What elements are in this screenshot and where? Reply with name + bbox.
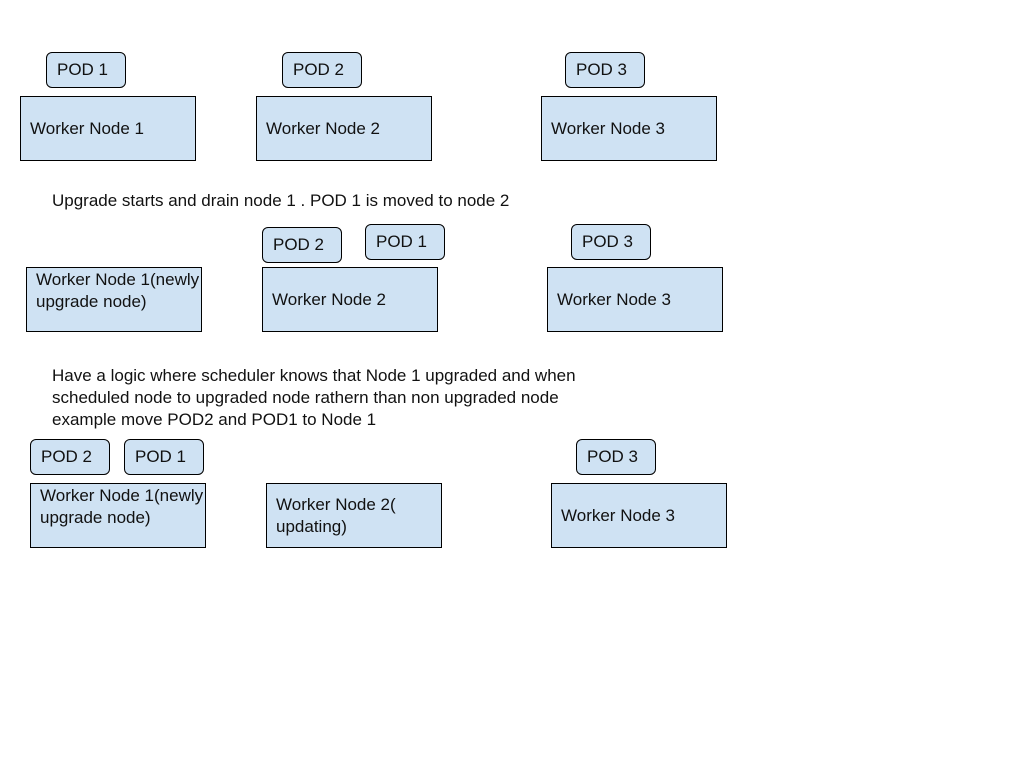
worker-node-box: Worker Node 3 bbox=[547, 267, 723, 332]
worker-node-box: Worker Node 2 bbox=[262, 267, 438, 332]
worker-node-box: Worker Node 1(newly upgrade node) bbox=[26, 267, 202, 332]
pod-box: POD 1 bbox=[46, 52, 126, 88]
pod-box: POD 1 bbox=[365, 224, 445, 260]
pod-box: POD 1 bbox=[124, 439, 204, 475]
worker-node-box: Worker Node 1(newly upgrade node) bbox=[30, 483, 206, 548]
worker-node-box: Worker Node 3 bbox=[551, 483, 727, 548]
worker-node-box: Worker Node 1 bbox=[20, 96, 196, 161]
worker-node-box: Worker Node 2 bbox=[256, 96, 432, 161]
worker-node-box: Worker Node 2( updating) bbox=[266, 483, 442, 548]
pod-box: POD 2 bbox=[262, 227, 342, 263]
pod-box: POD 2 bbox=[282, 52, 362, 88]
pod-box: POD 2 bbox=[30, 439, 110, 475]
step-caption: Have a logic where scheduler knows that … bbox=[52, 366, 576, 429]
worker-node-box: Worker Node 3 bbox=[541, 96, 717, 161]
pod-box: POD 3 bbox=[576, 439, 656, 475]
pod-box: POD 3 bbox=[565, 52, 645, 88]
pod-box: POD 3 bbox=[571, 224, 651, 260]
step-caption: Upgrade starts and drain node 1 . POD 1 … bbox=[52, 191, 510, 210]
